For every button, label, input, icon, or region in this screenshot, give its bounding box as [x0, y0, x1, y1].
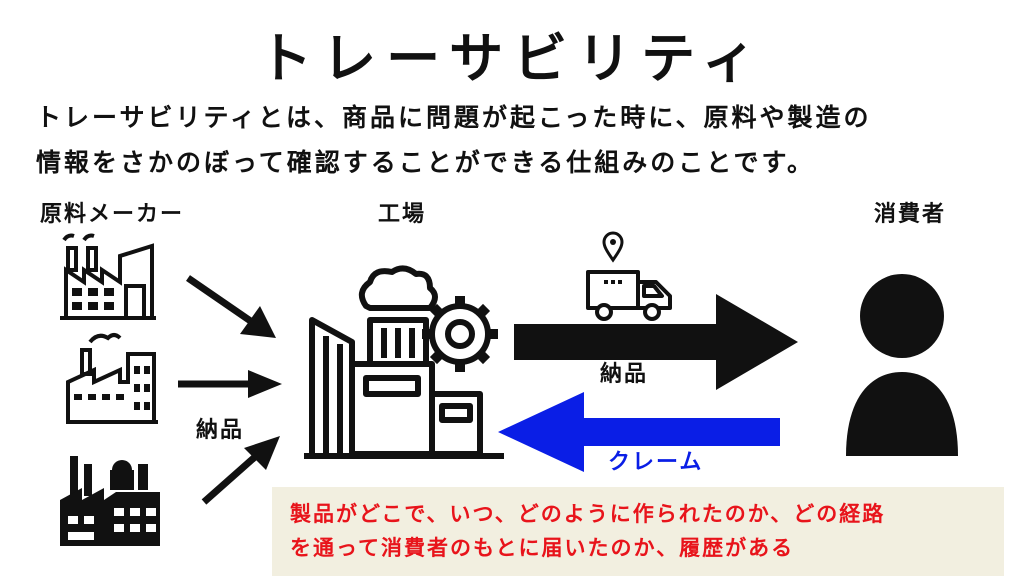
person-icon [846, 274, 958, 456]
intro-line-1: トレーサビリティとは、商品に問題が起こった時に、原料や製造の [36, 103, 872, 132]
factory-gear-icon [304, 265, 504, 459]
history-note: 製品がどこで、いつ、どのように作られたのか、どの経路 を通って消費者のもとに届い… [272, 487, 1004, 576]
complaint-label: クレーム [608, 450, 704, 475]
history-note-line-1: 製品がどこで、いつ、どのように作られたのか、どの経路 [290, 502, 886, 526]
consumer-label: 消費者 [874, 202, 947, 227]
intro-line-2: 情報をさかのぼって確認することができる仕組みのことです。 [36, 148, 816, 177]
delivery-to-consumer-label: 納品 [600, 362, 649, 387]
history-note-line-2: を通って消費者のもとに届いたのか、履歴がある [290, 536, 795, 560]
location-pin-icon [602, 231, 624, 263]
delivery-to-factory-label: 納品 [196, 418, 245, 443]
factory-icon [66, 333, 158, 424]
page-title: トレーサビリティ [258, 27, 766, 90]
industrial-plant-icon [60, 456, 160, 546]
factory-label: 工場 [378, 202, 427, 227]
delivery-truck-icon [586, 270, 672, 321]
factory-icon [60, 233, 156, 320]
supplier-label: 原料メーカー [40, 202, 185, 227]
